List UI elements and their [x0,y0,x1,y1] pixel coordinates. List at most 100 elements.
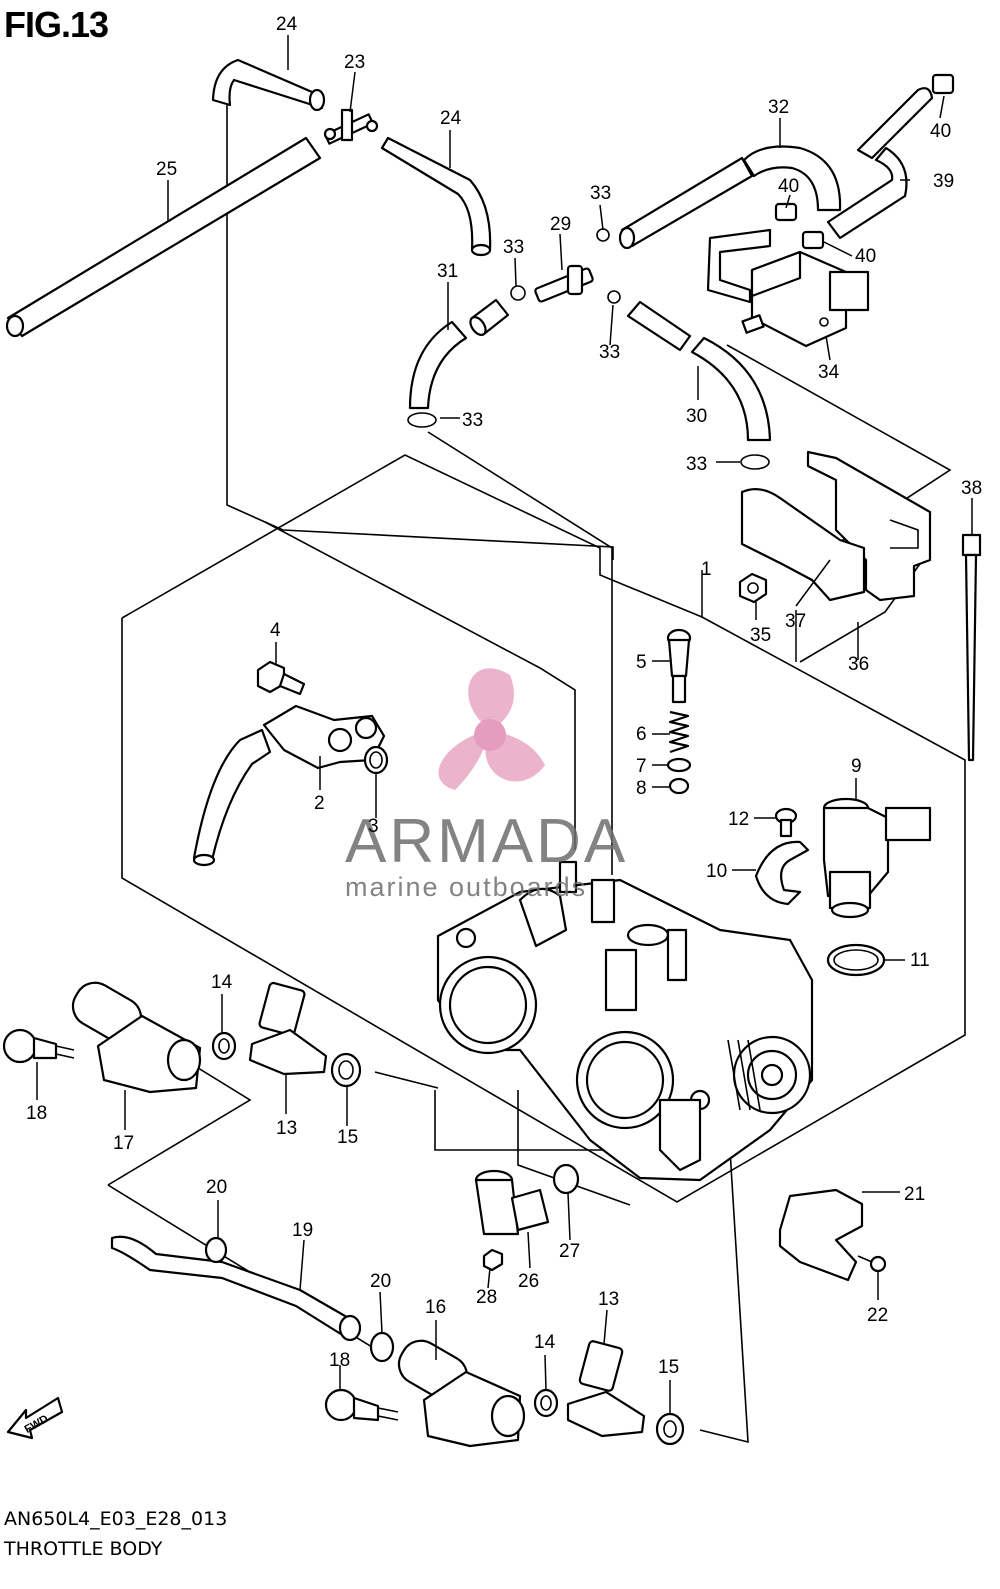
callout-labels: 1 2 3 4 5 6 7 8 9 10 11 12 13 13 14 14 1… [26,14,982,1378]
injector-13-lower [566,1340,646,1438]
callout-28: 28 [476,1287,497,1308]
callout-29: 29 [550,214,571,235]
cable-tie-38 [961,533,982,762]
throttle-body-1 [436,860,814,1182]
callout-33-a: 33 [590,183,611,204]
callout-36: 36 [848,654,869,675]
callout-37: 37 [785,611,806,632]
callout-27: 27 [559,1241,580,1262]
o-ring-3 [363,745,389,775]
washer-14-upper [211,1031,237,1061]
bolt-18-upper [2,1028,75,1064]
hose-32 [618,145,842,250]
hose-24-right [380,136,492,257]
callout-1: 1 [701,559,712,580]
callout-13-lower: 13 [598,1289,619,1310]
callout-4: 4 [270,620,281,641]
callout-17: 17 [113,1133,134,1154]
callout-39: 39 [933,171,954,192]
screw-22 [857,1255,887,1273]
bracket-36 [740,450,932,602]
callout-11: 11 [910,950,930,971]
callout-20-upper: 20 [206,1177,227,1198]
callout-33-d: 33 [462,410,483,431]
callout-38: 38 [961,478,982,499]
callout-15-lower: 15 [658,1357,679,1378]
callout-22: 22 [867,1305,888,1326]
hose-39 [826,87,934,240]
callout-20-lower: 20 [370,1271,391,1292]
bolt-4 [256,660,306,696]
callout-35: 35 [750,625,771,646]
propeller-logo-icon [438,668,545,790]
callout-24-right: 24 [440,108,462,129]
callout-5: 5 [636,652,647,673]
callout-16: 16 [425,1297,446,1318]
o-ring-27 [552,1163,580,1195]
screw-28 [482,1248,504,1272]
callout-10: 10 [706,861,727,882]
sensor-9 [822,797,932,919]
callout-3: 3 [368,816,379,837]
fuel-pipe-19 [110,1235,362,1342]
callout-15-upper: 15 [337,1127,358,1148]
tee-fitting-29 [534,264,594,303]
leader-lines [36,35,973,1414]
washer-8 [668,777,690,795]
clamp-10 [754,840,810,906]
callout-18-upper: 18 [26,1103,47,1124]
hose-short [469,298,510,336]
clip-40-set [774,73,955,250]
callout-21: 21 [904,1184,925,1205]
callout-32: 32 [768,97,789,118]
sensor-2 [192,704,386,867]
o-ring-11 [826,943,886,977]
watermark-brand: ARMADA [345,807,628,876]
hose-24-left [211,58,326,112]
hose-30-short [626,300,692,352]
callout-33-c: 33 [599,342,620,363]
callout-14-upper: 14 [211,972,233,993]
washer-15-lower [655,1412,685,1446]
injector-16 [397,1339,526,1448]
hose-25 [5,136,322,338]
washer-14-lower [533,1388,559,1418]
callout-2: 2 [314,793,325,814]
nut-35 [738,572,768,604]
callout-9: 9 [851,756,862,777]
washer-7 [666,757,692,773]
spring-6 [668,710,690,754]
callout-33-b: 33 [503,237,524,258]
fitting-26 [474,1169,550,1236]
callout-31: 31 [437,261,458,282]
callout-40-b: 40 [778,176,799,197]
solenoid-valve-34 [706,228,870,348]
bracket-21 [778,1188,864,1282]
callout-24-left: 24 [276,14,298,35]
callout-30: 30 [686,406,707,427]
figure-title: FIG.13 [4,4,109,45]
callout-40-c: 40 [855,246,876,267]
callout-7: 7 [636,756,647,777]
callout-12: 12 [728,809,749,830]
armada-watermark: ARMADA marine outboards [345,668,628,902]
screw-12 [774,807,798,838]
callout-19: 19 [292,1220,313,1241]
o-ring-20-lower [369,1331,395,1363]
callout-33-e: 33 [686,454,707,475]
screw-5 [666,628,692,704]
bolt-18-lower [324,1388,399,1422]
callout-18-lower: 18 [329,1350,350,1371]
watermark-tagline: marine outboards [345,872,587,902]
callout-34: 34 [818,362,840,383]
injector-13-upper [248,981,328,1076]
o-ring-20-upper [204,1236,228,1264]
callout-14-lower: 14 [534,1332,556,1353]
figure-name: THROTTLE BODY [4,1538,163,1560]
hose-31 [408,320,468,410]
callout-26: 26 [518,1271,539,1292]
callout-40-a: 40 [930,121,951,142]
fwd-direction-arrow: FWD [6,1396,64,1440]
hose-30 [690,336,772,442]
